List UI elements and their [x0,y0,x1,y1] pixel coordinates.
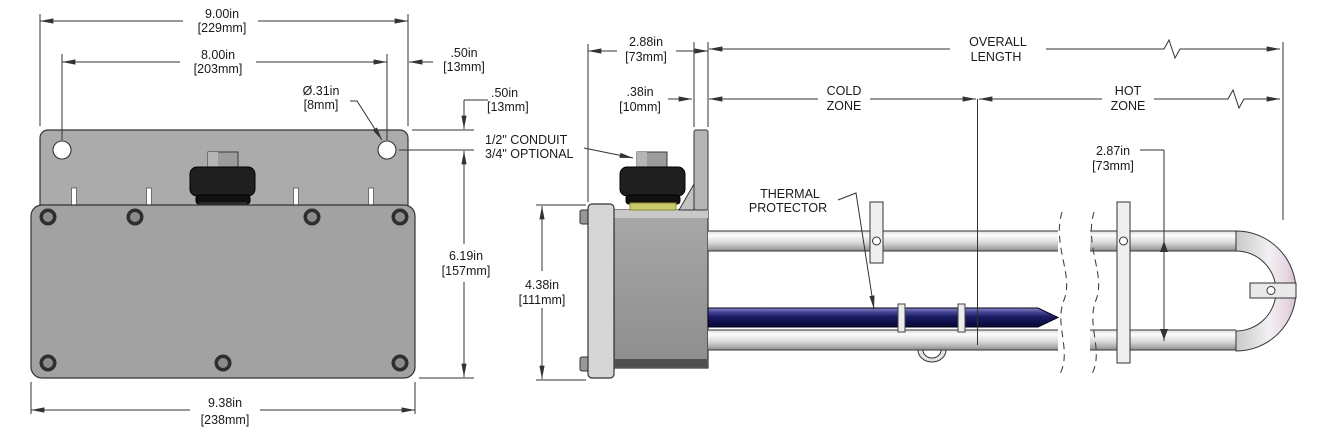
thermal-label-line2: PROTECTOR [749,201,827,215]
bolt [39,208,57,226]
break-lines [1058,211,1100,375]
dim-edge-offset-side-mm: [13mm] [487,100,529,114]
dim-plate-width-in: 9.00in [205,7,239,21]
front-view: 9.00in [229mm] 8.00in [203mm] .50in [13m… [30,7,529,427]
heater-element-tubes [708,230,1297,352]
dim-zones [708,88,1281,345]
dim-cover-width-mm: [238mm] [201,413,250,427]
housing-bottom-shadow [615,359,707,367]
dim-edge-offset-top-in: .50in [450,46,477,60]
dim-hole-spacing-in: 8.00in [201,48,235,62]
thermal-protector-rod [707,307,1060,328]
dim-overall-length [708,38,1284,220]
dim-edge-offset-side [399,99,488,172]
callout-thermal-protector [837,192,875,310]
rod-clip [897,303,906,333]
dim-housing-height [536,204,586,381]
dim-hole-dia-mm: [8mm] [304,98,339,112]
dim-edge-offset-top-mm: [13mm] [443,60,485,74]
conduit-label-line2: 3/4" OPTIONAL [485,147,574,161]
dim-bracket-thickness-mm: [10mm] [619,100,661,114]
bolt [391,208,409,226]
dim-housing-depth [587,42,709,202]
end-bracket [1249,282,1297,299]
terminal-housing [613,209,709,369]
tube-clamp [917,349,947,363]
thermal-label-line1: THERMAL [760,187,820,201]
mounting-bracket-tab [693,129,709,211]
bolt [39,354,57,372]
dim-overall-height-mm: [157mm] [442,264,491,278]
dim-cover-width [30,382,416,414]
support-bracket-2 [1116,201,1131,364]
overall-length-line1: OVERALL [969,35,1027,49]
overall-length-line2: LENGTH [971,50,1022,64]
bolt [126,208,144,226]
bracket-gusset [678,182,695,211]
housing-top-face [614,210,708,218]
u-bend [1235,230,1297,352]
support-bracket-1 [869,201,884,264]
dim-element-spacing-in: 2.87in [1096,144,1130,158]
dim-bracket-thickness-in: .38in [626,85,653,99]
dim-cover-width-in: 9.38in [208,396,242,410]
dim-housing-height-mm: [111mm] [519,293,566,307]
cold-zone-line1: COLD [827,84,862,98]
gasket-washer [629,202,677,211]
conduit-label-line1: 1/2" CONDUIT [485,133,568,147]
side-cover-plate [587,203,615,379]
dim-element-spacing-mm: [73mm] [1092,159,1134,173]
dim-hole-spacing-mm: [203mm] [194,62,243,76]
dim-housing-depth-mm: [73mm] [625,50,667,64]
callout-hole-diameter [350,100,383,141]
conduit-fitting-front [189,151,256,206]
dim-plate-width-mm: [229mm] [198,21,247,35]
hot-zone-line1: HOT [1115,84,1142,98]
dim-edge-offset-side-in: .50in [491,86,518,100]
dim-hole-dia-in: Ø.31in [303,84,340,98]
mounting-hole-left [52,140,72,160]
rod-clip [957,303,966,333]
dim-overall-height [419,172,474,379]
bolt [214,354,232,372]
dim-element-spacing [1140,149,1168,341]
dim-overall-height-in: 6.19in [449,249,483,263]
hot-zone-line2: ZONE [1111,99,1146,113]
side-view: 2.88in [73mm] .38in [10mm] 1/2" CONDUIT … [485,35,1297,381]
cold-zone-line2: ZONE [827,99,862,113]
bolt [391,354,409,372]
bottom-tube-segment [708,330,1058,350]
dim-housing-depth-in: 2.88in [629,35,663,49]
dim-plate-width [39,14,409,126]
callout-conduit [583,147,634,159]
dim-housing-height-in: 4.38in [525,278,559,292]
front-cover-plate [30,204,416,379]
cover-bolts [39,208,409,372]
dim-hole-spacing [61,54,388,140]
bolt [303,208,321,226]
mounting-hole-right [377,140,397,160]
conduit-fitting-side [619,151,686,211]
